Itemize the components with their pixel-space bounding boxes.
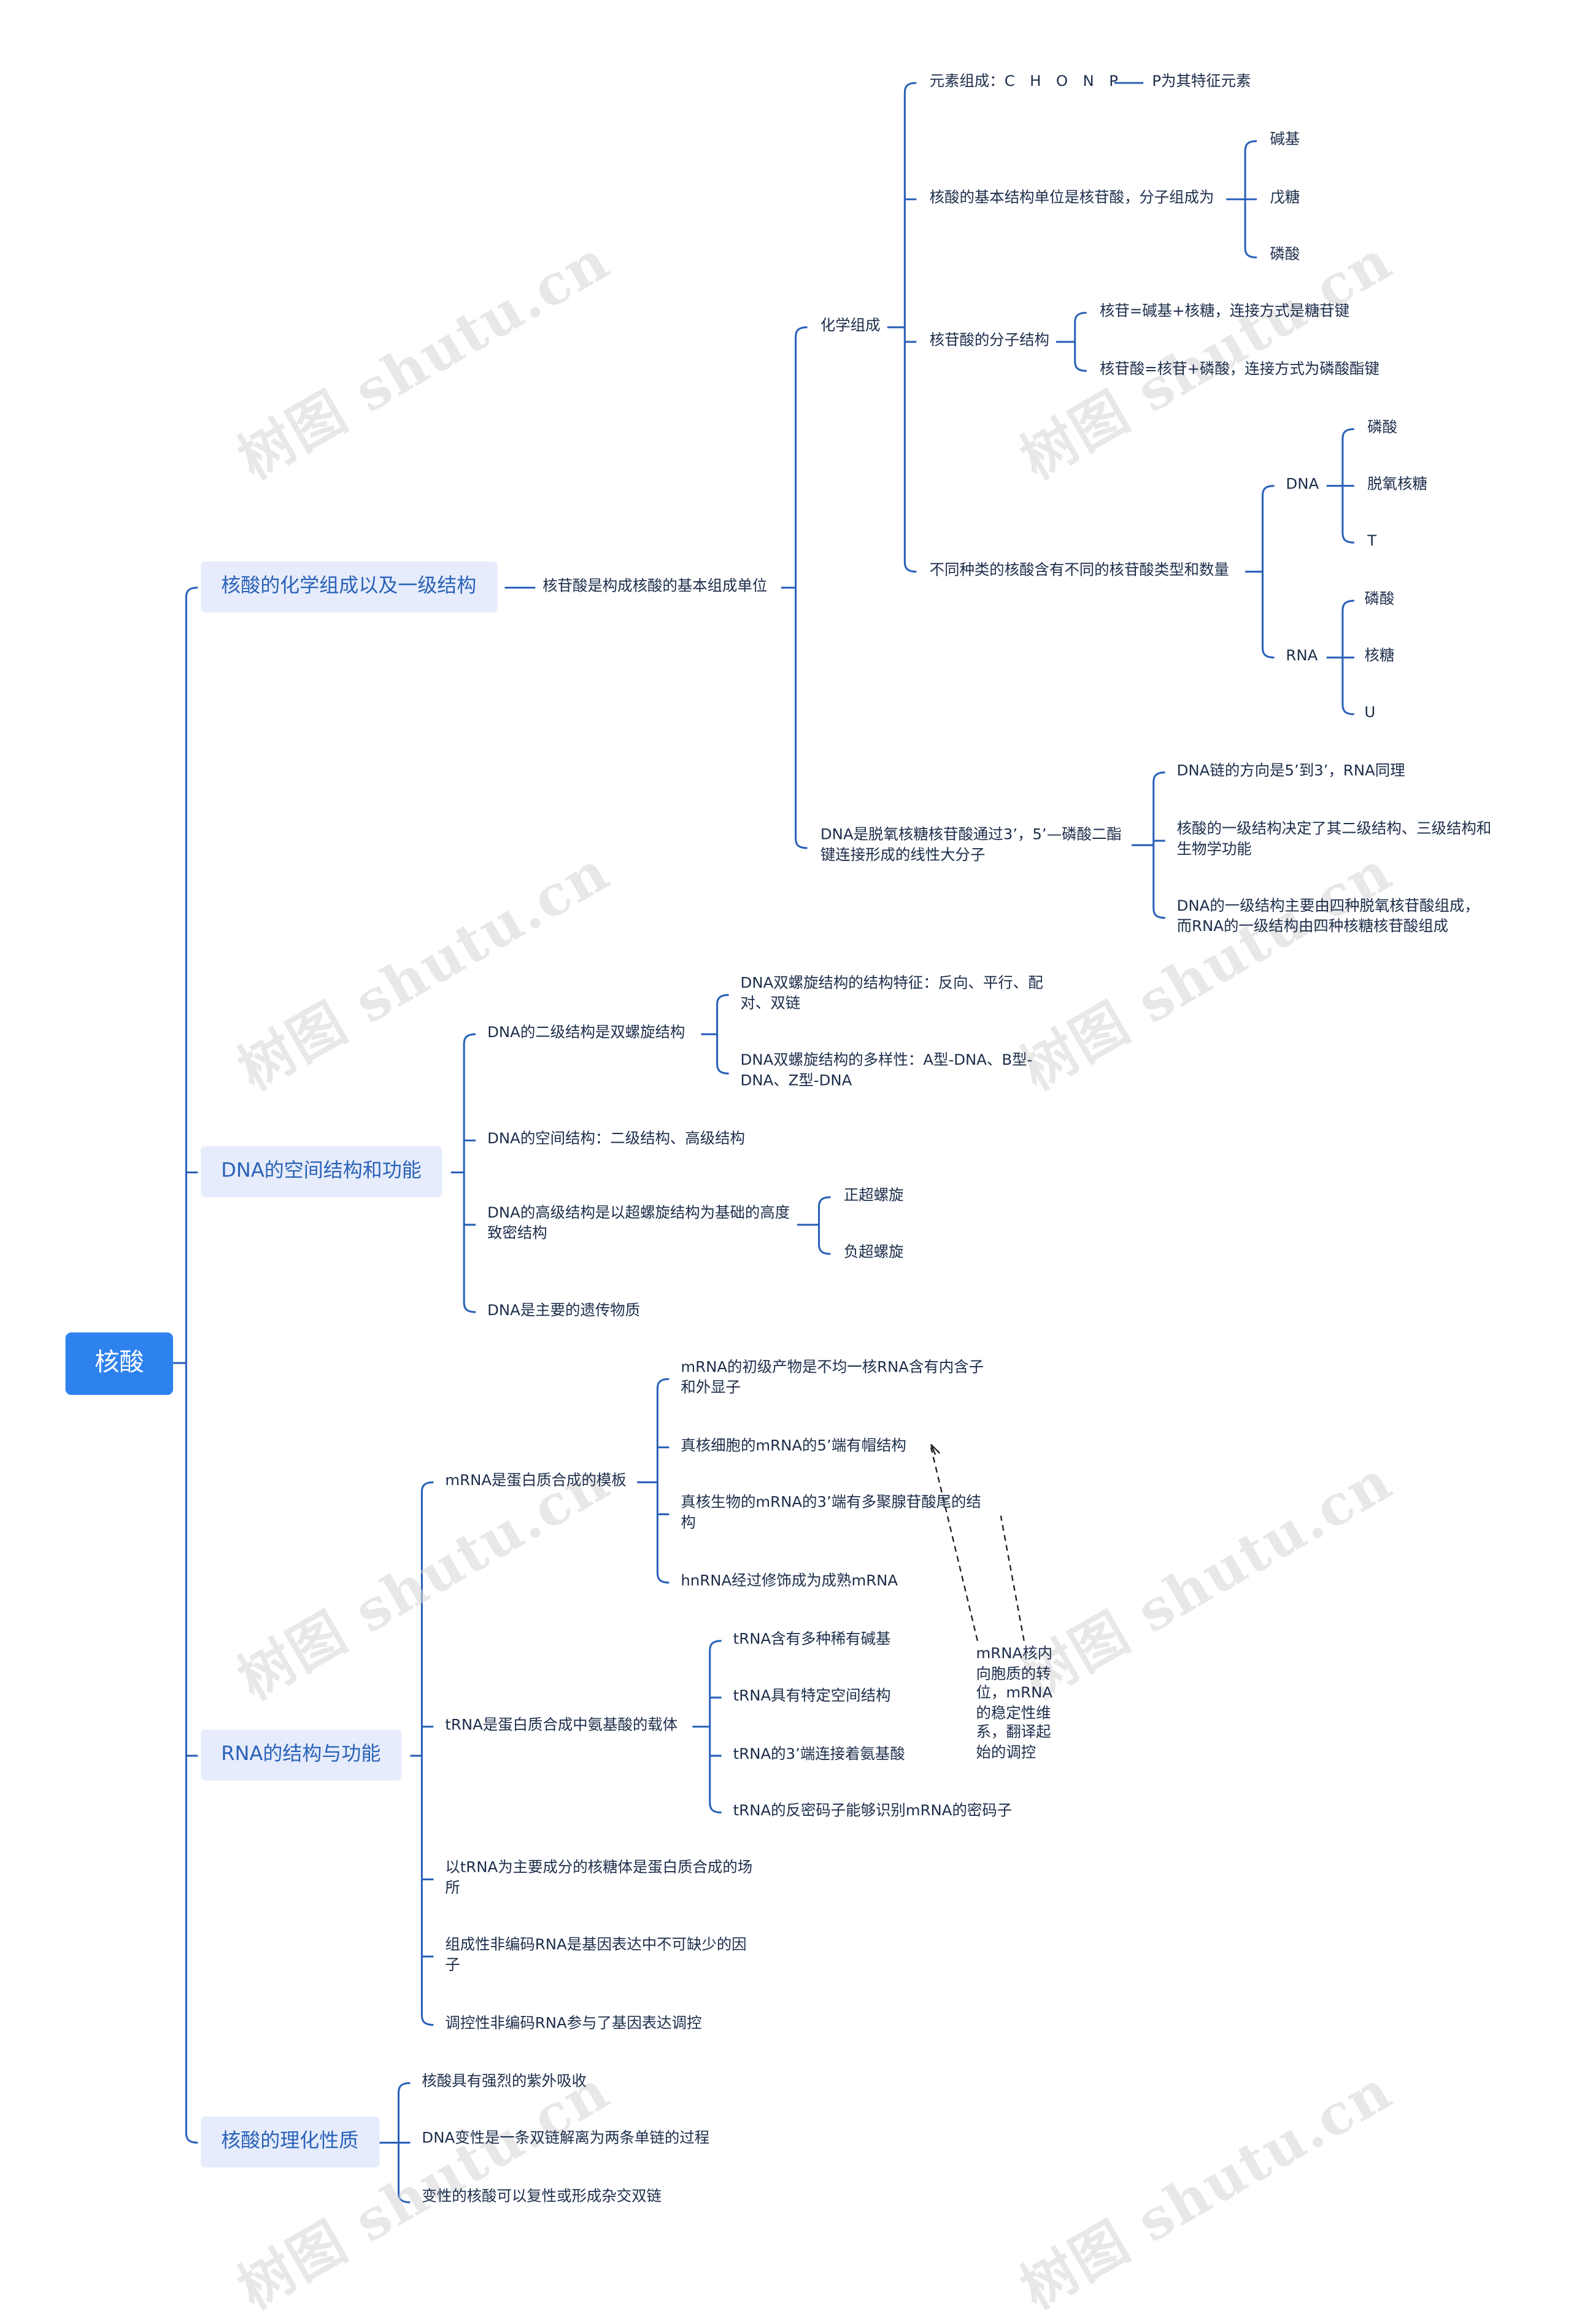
branch-rna-structure[interactable]: RNA的结构与功能 (201, 1729, 401, 1781)
node-dna-def[interactable]: DNA是脱氧核糖核苷酸通过3’，5’—磷酸二酯键连接形成的线性大分子 (820, 826, 1122, 863)
node-property[interactable]: DNA变性是一条双链解离为两条单链的过程 (422, 2129, 710, 2147)
node-trna-item[interactable]: tRNA的反密码子能够识别mRNA的密码子 (733, 1802, 1013, 1820)
node-mrna-item[interactable]: mRNA的初级产物是不均一核RNA含有内含子和外显子 (681, 1358, 984, 1396)
node-property[interactable]: 变性的核酸可以复性或形成杂交双链 (422, 2188, 662, 2206)
node-dna-item[interactable]: T (1367, 532, 1377, 550)
branch-chemical-composition[interactable]: 核酸的化学组成以及一级结构 (201, 561, 497, 612)
node-p-feature[interactable]: P为其特征元素 (1152, 72, 1251, 90)
node-dna-def-item[interactable]: DNA的一级结构主要由四种脱氧核苷酸组成，而RNA的一级结构由四种核糖核苷酸组成 (1176, 897, 1480, 935)
node-dna-def-item[interactable]: 核酸的一级结构决定了其二级结构、三级结构和生物学功能 (1176, 820, 1492, 858)
node-trna[interactable]: tRNA是蛋白质合成中氨基酸的载体 (445, 1716, 678, 1734)
node-dna-item[interactable]: 脱氧核糖 (1367, 476, 1427, 493)
node-mrna[interactable]: mRNA是蛋白质合成的模板 (445, 1472, 627, 1490)
node-basic-unit[interactable]: 核苷酸是构成核酸的基本组成单位 (542, 577, 768, 595)
root-node[interactable]: 核酸 (65, 1332, 174, 1396)
node-rrna[interactable]: 以tRNA为主要成分的核糖体是蛋白质合成的场所 (445, 1859, 753, 1896)
node-spatial[interactable]: DNA的空间结构：二级结构、高级结构 (487, 1130, 745, 1148)
node-higher-item[interactable]: 负超螺旋 (843, 1243, 904, 1262)
node-trna-item[interactable]: tRNA具有特定空间结构 (733, 1687, 891, 1705)
node-trna-item[interactable]: tRNA含有多种稀有碱基 (733, 1631, 891, 1648)
node-dna-def-item[interactable]: DNA链的方向是5’到3’，RNA同理 (1176, 762, 1405, 780)
node-rna-item[interactable]: U (1364, 704, 1376, 722)
node-unit-item[interactable]: 碱基 (1270, 131, 1300, 149)
node-higher[interactable]: DNA的高级结构是以超螺旋结构为基础的高度致密结构 (487, 1204, 790, 1242)
node-rna-item[interactable]: 核糖 (1364, 647, 1395, 665)
node-mrna-item[interactable]: 真核细胞的mRNA的5’端有帽结构 (681, 1437, 906, 1455)
node-unit-item[interactable]: 戊糖 (1270, 189, 1300, 207)
node-helix[interactable]: DNA的二级结构是双螺旋结构 (487, 1024, 685, 1042)
node-dna[interactable]: DNA (1286, 476, 1319, 493)
node-ncrna[interactable]: 调控性非编码RNA参与了基因表达调控 (445, 2014, 702, 2033)
node-types[interactable]: 不同种类的核酸含有不同的核苷酸类型和数量 (929, 561, 1229, 579)
branch-dna-structure[interactable]: DNA的空间结构和功能 (201, 1146, 442, 1197)
node-mrna-item[interactable]: hnRNA经过修饰成为成熟mRNA (681, 1572, 898, 1590)
node-note[interactable]: mRNA核内向胞质的转位，mRNA的稳定性维系，翻译起始的调控 (976, 1645, 1053, 1761)
node-elements[interactable]: 元素组成：C H O N P (929, 72, 1118, 90)
node-helix-item[interactable]: DNA双螺旋结构的结构特征：反向、平行、配对、双链 (740, 975, 1043, 1012)
node-mol-item[interactable]: 核苷酸=核苷+磷酸，连接方式为磷酸酯键 (1099, 360, 1380, 379)
node-mrna-item[interactable]: 真核生物的mRNA的3’端有多聚腺苷酸尾的结构 (681, 1494, 981, 1531)
node-rna[interactable]: RNA (1286, 647, 1318, 665)
node-property[interactable]: 核酸具有强烈的紫外吸收 (422, 2072, 587, 2091)
node-helix-item[interactable]: DNA双螺旋结构的多样性：A型-DNA、B型-DNA、Z型-DNA (740, 1051, 1033, 1089)
node-mol[interactable]: 核苷酸的分子结构 (929, 331, 1049, 349)
node-higher-item[interactable]: 正超螺旋 (843, 1187, 904, 1205)
node-dna-item[interactable]: 磷酸 (1367, 419, 1397, 437)
node-ncrna[interactable]: 组成性非编码RNA是基因表达中不可缺少的因子 (445, 1936, 747, 1974)
node-unit[interactable]: 核酸的基本结构单位是核苷酸，分子组成为 (929, 189, 1214, 207)
branch-physicochemical[interactable]: 核酸的理化性质 (201, 2116, 379, 2168)
node-trna-item[interactable]: tRNA的3’端连接着氨基酸 (733, 1745, 905, 1763)
node-mol-item[interactable]: 核苷=碱基+核糖，连接方式是糖苷键 (1099, 303, 1350, 320)
node-genetic[interactable]: DNA是主要的遗传物质 (487, 1302, 641, 1319)
node-chem[interactable]: 化学组成 (820, 317, 881, 335)
node-unit-item[interactable]: 磷酸 (1270, 245, 1300, 264)
node-rna-item[interactable]: 磷酸 (1364, 590, 1395, 608)
